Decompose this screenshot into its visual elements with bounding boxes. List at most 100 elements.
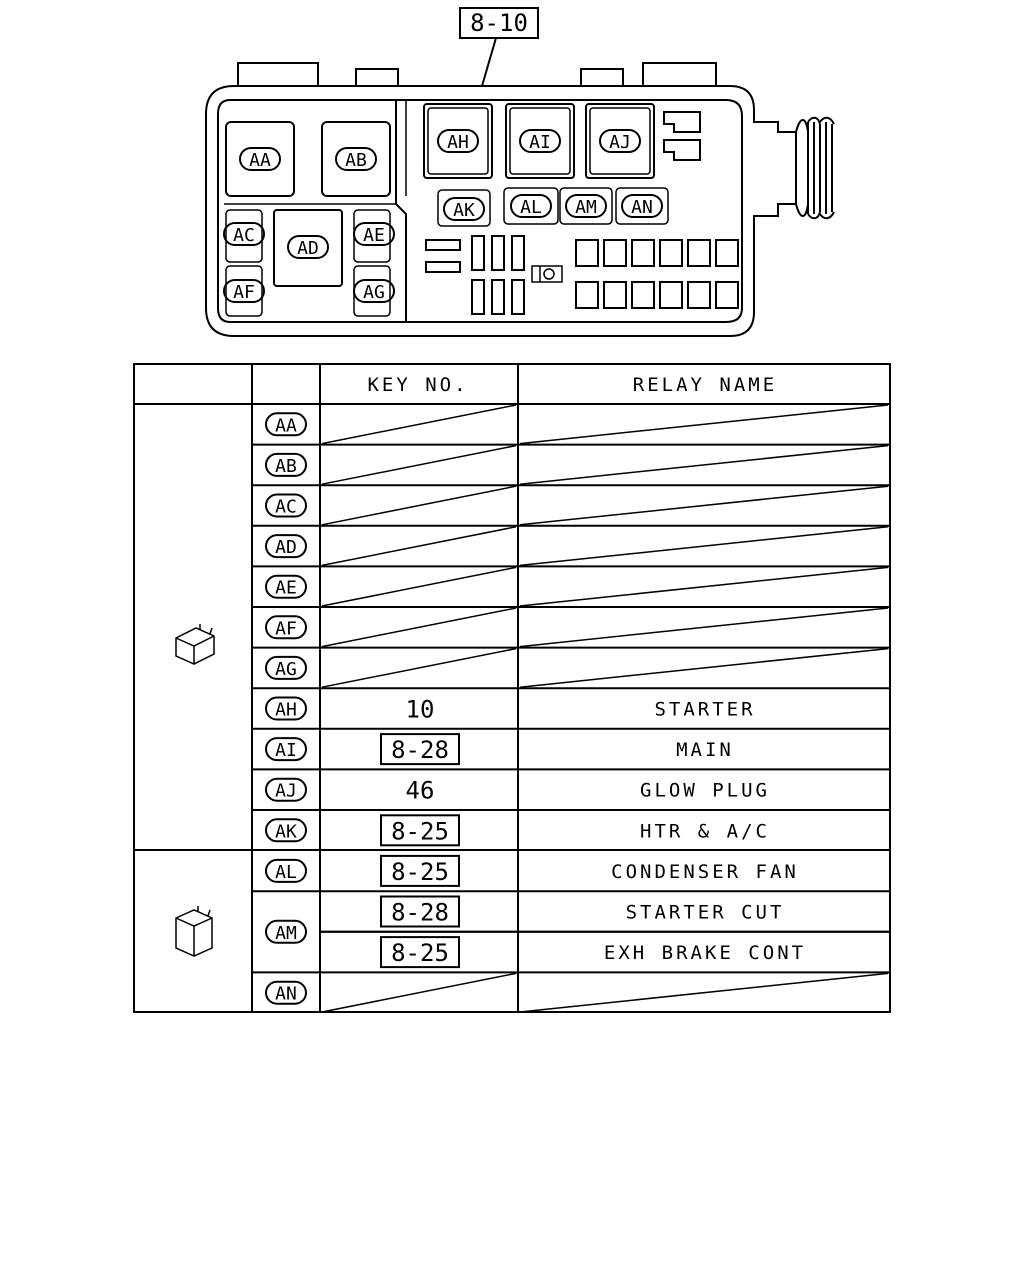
row-code-pill [265,737,307,762]
row-code-pill [265,919,307,944]
row-relay-name: STARTER CUT [626,902,785,924]
key-ref-box [380,895,460,928]
row-code: AE [275,578,297,599]
row-code-pill [265,615,307,640]
blank-name-slash [519,607,889,648]
row-relay-name: MAIN [676,739,734,761]
blank-key-slash [321,647,517,688]
row-code-pill [265,493,307,518]
box-AB: AB [335,147,377,171]
box-AD-label: AD [297,238,319,259]
key-ref-box [380,854,460,887]
row-relay-name: STARTER [654,699,755,721]
box-AA-label: AA [249,150,271,171]
row-key: 8-25 [391,939,449,967]
row-key: 10 [406,696,435,724]
row-code-pill [265,696,307,721]
table-row: AC [252,484,890,526]
row-code: AN [275,984,297,1005]
row-code-pill [265,534,307,559]
box-AE: AE [353,222,395,246]
box-AI: AI [519,129,561,153]
blank-name-slash [519,485,889,526]
table-row: AN [252,971,890,1013]
blank-key-slash [321,404,517,445]
table-header-relay-name: RELAY NAME [633,374,777,396]
blank-key-slash [321,526,517,567]
blank-name-slash [519,647,889,688]
row-key: 8-28 [391,899,449,927]
row-code-pill [265,574,307,599]
table-row: 8-25 EXH BRAKE CONT [320,930,890,969]
ref-box-label: 8-10 [470,9,528,37]
box-AG-label: AG [363,282,385,303]
box-AK: AK [443,197,485,221]
row-code: AC [275,497,297,518]
box-AM-label: AM [575,197,597,218]
blank-key-slash [321,972,517,1013]
box-AI-label: AI [529,132,551,153]
row-key: 8-28 [391,736,449,764]
row-code: AM [275,923,297,944]
left-relay-section [224,121,396,317]
row-code: AD [275,537,297,558]
small-relay-icon [175,624,215,665]
row-code-pill [265,777,307,802]
table-row: AI 8-28 MAIN [252,727,890,766]
box-AC-label: AC [233,225,255,246]
row-code: AK [275,821,297,842]
row-key: 8-25 [391,817,449,845]
table-header-key-no: KEY NO. [367,374,468,396]
row-code-pill [265,452,307,477]
key-ref-box [380,733,460,766]
box-AJ: AJ [599,129,641,153]
box-AN: AN [621,194,663,218]
row-code: AB [275,456,297,477]
box-AJ-label: AJ [609,132,631,153]
blank-key-slash [321,607,517,648]
row-code: AJ [275,781,297,802]
table-row: AF [252,606,890,648]
row-code-pill [265,655,307,680]
table-row: AJ 46 GLOW PLUG [252,768,890,805]
blank-key-slash [321,444,517,485]
box-AF-label: AF [233,282,255,303]
box-AL: AL [510,194,552,218]
blank-name-slash [519,444,889,485]
row-relay-name: GLOW PLUG [640,780,770,802]
table-row: AM 8-28 STARTER CUT [252,890,890,944]
row-code: AI [275,740,297,761]
key-ref-box [380,814,460,847]
blank-name-slash [519,972,889,1013]
row-relay-name: EXH BRAKE CONT [604,942,806,964]
blank-name-slash [519,526,889,567]
tall-relay-icon [175,906,213,957]
blank-key-slash [321,566,517,607]
fuse-box-housing [205,62,835,337]
row-code: AL [275,862,297,883]
row-code: AA [275,415,297,436]
box-AE-label: AE [363,225,385,246]
cable-grommet [795,116,835,220]
box-AG: AG [353,279,395,303]
box-AF: AF [223,279,265,303]
row-key: 46 [406,777,435,805]
row-code: AG [275,659,297,680]
table-row: AE [252,565,890,607]
box-AD: AD [287,235,329,259]
box-AK-label: AK [453,200,475,221]
table-row: AA [265,404,889,445]
box-AN-label: AN [631,197,653,218]
box-AB-label: AB [345,150,367,171]
row-code: AF [275,618,297,639]
box-AC: AC [223,222,265,246]
key-ref-box [380,936,460,969]
box-AH: AH [437,129,479,153]
table-row: AD [252,524,890,567]
